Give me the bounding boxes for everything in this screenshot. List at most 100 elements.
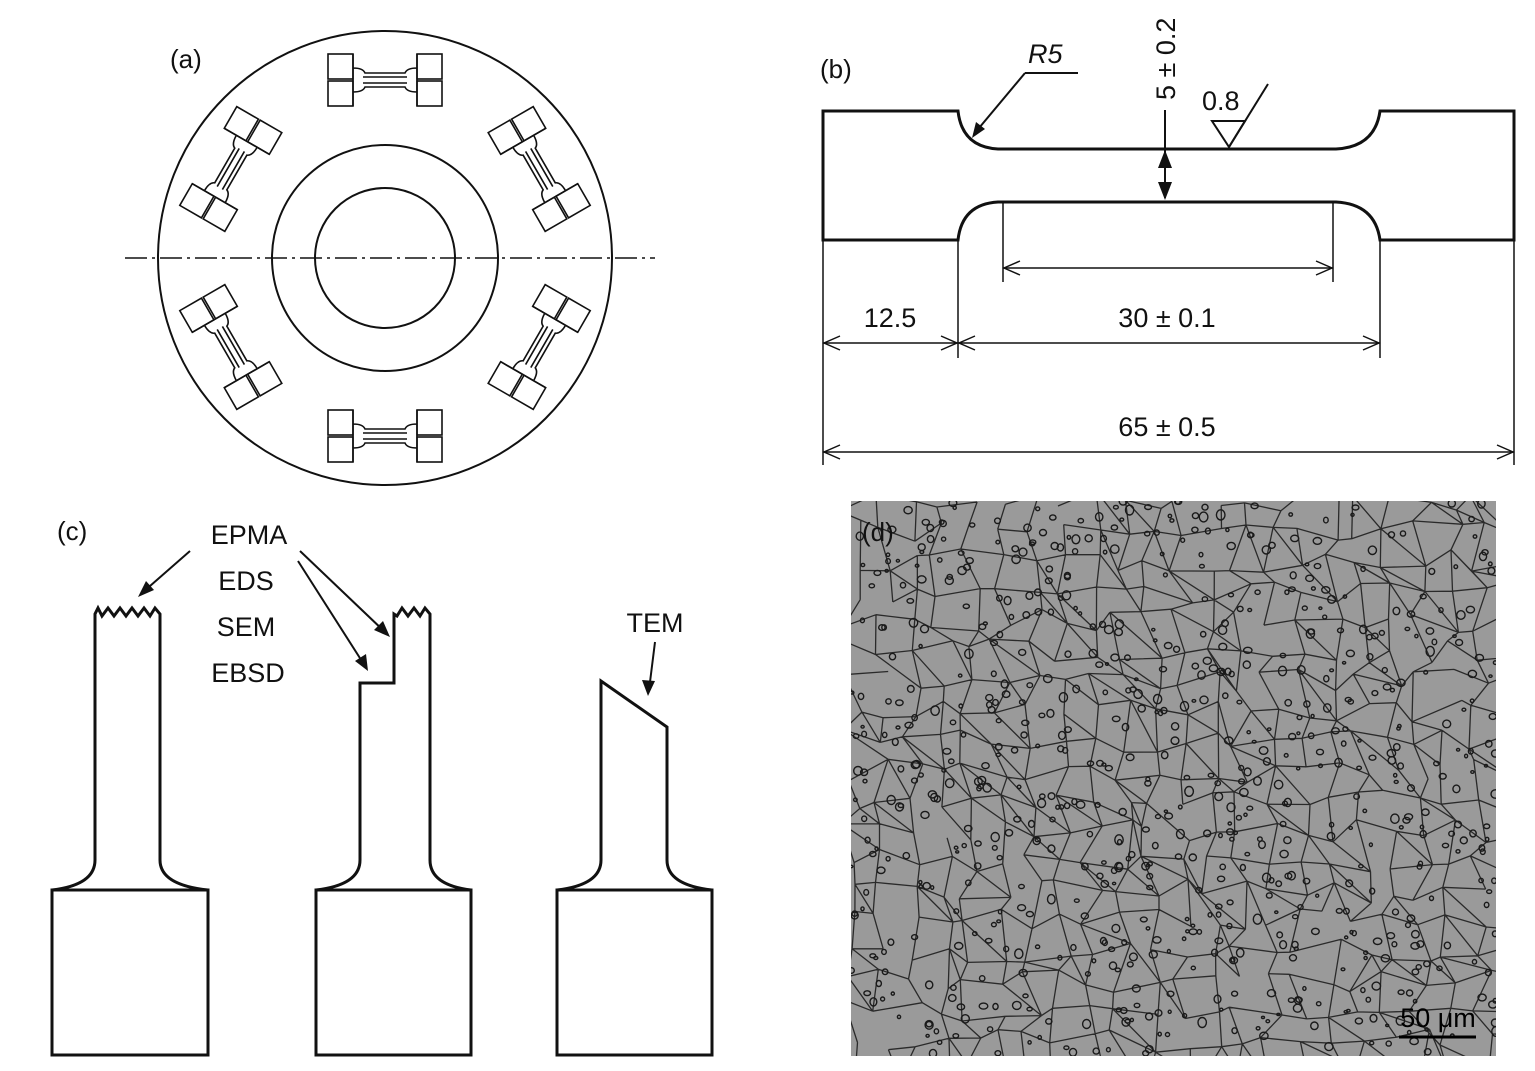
precipitate-particle <box>1242 660 1252 670</box>
precipitate-particle <box>1110 867 1118 875</box>
precipitate-particle <box>1392 772 1398 778</box>
precipitate-particle <box>1034 506 1041 512</box>
precipitate-particle <box>1104 662 1110 667</box>
precipitate-particle <box>1026 1006 1033 1012</box>
precipitate-particle <box>1289 534 1300 543</box>
precipitate-particle <box>1322 516 1329 524</box>
precipitate-particle <box>1191 526 1199 534</box>
precipitate-particle <box>875 979 883 988</box>
precipitate-particle <box>1283 752 1289 758</box>
precipitate-particle <box>1243 812 1248 818</box>
precipitate-particle <box>1003 945 1010 953</box>
precipitate-particle <box>930 885 935 891</box>
precipitate-particle <box>978 975 986 982</box>
precipitate-particle <box>1465 605 1476 614</box>
precipitate-particle <box>1423 669 1429 675</box>
precipitate-particle <box>1113 861 1124 873</box>
section-specimen-3-base <box>555 888 714 1057</box>
precipitate-particle <box>1368 842 1374 848</box>
precipitate-particle <box>1360 986 1366 994</box>
precipitate-particle <box>1302 985 1307 992</box>
precipitate-particle <box>1056 543 1065 552</box>
precipitate-particle <box>1169 518 1175 523</box>
precipitate-particle <box>1366 653 1374 661</box>
precipitate-particle <box>1398 825 1404 830</box>
precipitate-particle <box>1366 633 1373 641</box>
precipitate-particle <box>851 911 859 920</box>
precipitate-particle <box>1133 677 1139 682</box>
precipitate-particle <box>1296 714 1303 721</box>
precipitate-particle <box>906 684 915 694</box>
technique-eds: EDS <box>218 566 274 596</box>
gauge-arrow-right <box>1362 335 1381 351</box>
precipitate-particle <box>952 505 958 511</box>
precipitate-particle <box>926 523 935 533</box>
precipitate-particle <box>1247 531 1254 539</box>
r5-leader-arrow <box>973 72 1026 135</box>
panel-b: (b) R5 5 ± 0.2 0.8 12.5 3 <box>820 18 1516 465</box>
precipitate-particle <box>1438 606 1444 614</box>
precipitate-particle <box>1477 501 1486 509</box>
precipitate-particle <box>950 984 957 992</box>
precipitate-particle <box>1014 948 1024 960</box>
precipitate-particle <box>925 1033 930 1038</box>
precipitate-particle <box>1291 914 1299 920</box>
precipitate-particle <box>1016 904 1027 912</box>
precipitate-particle <box>1073 605 1079 611</box>
precipitate-particle <box>1199 695 1209 705</box>
precipitate-particle <box>1295 996 1303 1003</box>
dogbone-outline <box>821 109 1516 242</box>
precipitate-particle <box>1483 763 1489 768</box>
precipitate-particle <box>1310 1021 1319 1031</box>
precipitate-particle <box>1441 719 1452 729</box>
precipitate-particle <box>936 1039 943 1046</box>
precipitate-particle <box>1488 674 1493 678</box>
precipitate-particle <box>1419 824 1425 830</box>
precipitate-particle <box>1412 998 1418 1004</box>
precipitate-particle <box>1102 689 1109 696</box>
precipitate-particle <box>860 730 868 738</box>
precipitate-particle <box>851 690 855 695</box>
precipitate-particle <box>1279 820 1287 828</box>
precipitate-particle <box>1387 531 1396 539</box>
precipitate-particle <box>1343 935 1349 940</box>
precipitate-particle <box>1236 605 1244 613</box>
precipitate-particle <box>1172 645 1181 653</box>
precipitate-particle <box>1163 812 1174 820</box>
precipitate-particle <box>1261 545 1272 555</box>
precipitate-particle <box>1238 764 1245 772</box>
precipitate-particle <box>1139 916 1148 923</box>
precipitate-particle <box>1315 748 1325 756</box>
precipitate-particle <box>991 844 998 851</box>
precipitate-particle <box>1259 1031 1269 1041</box>
precipitate-particle <box>1260 1015 1266 1020</box>
precipitate-particle <box>1011 1000 1022 1011</box>
precipitate-particle <box>1110 653 1120 662</box>
disk-specimen-3 <box>487 283 592 411</box>
precipitate-particle <box>1236 699 1243 705</box>
precipitate-particle <box>1342 907 1350 915</box>
precipitate-particle <box>1381 666 1389 674</box>
precipitate-particle <box>1194 886 1203 894</box>
precipitate-particle <box>1003 595 1012 606</box>
precipitate-particle <box>1088 648 1098 659</box>
precipitate-particle <box>933 1028 940 1035</box>
precipitate-particle <box>1114 619 1125 630</box>
precipitate-particle <box>1488 712 1496 721</box>
precipitate-particle <box>1219 669 1225 675</box>
precipitate-particle <box>964 879 972 887</box>
precipitate-particle <box>1287 997 1295 1003</box>
precipitate-particle <box>1177 804 1183 810</box>
precipitate-particle <box>1099 936 1108 946</box>
precipitate-particle <box>873 569 882 577</box>
disk-outer-circle <box>157 30 613 486</box>
gauge-ref-arrow-right <box>1315 260 1334 276</box>
precipitate-particle <box>1323 674 1330 683</box>
precipitate-particle <box>1296 731 1301 736</box>
precipitate-particle <box>1428 567 1436 576</box>
precipitate-particle <box>944 576 954 586</box>
precipitate-particle <box>1384 1023 1390 1028</box>
precipitate-particle <box>914 563 920 568</box>
precipitate-particle <box>1397 762 1405 770</box>
precipitate-particle <box>1148 950 1159 959</box>
